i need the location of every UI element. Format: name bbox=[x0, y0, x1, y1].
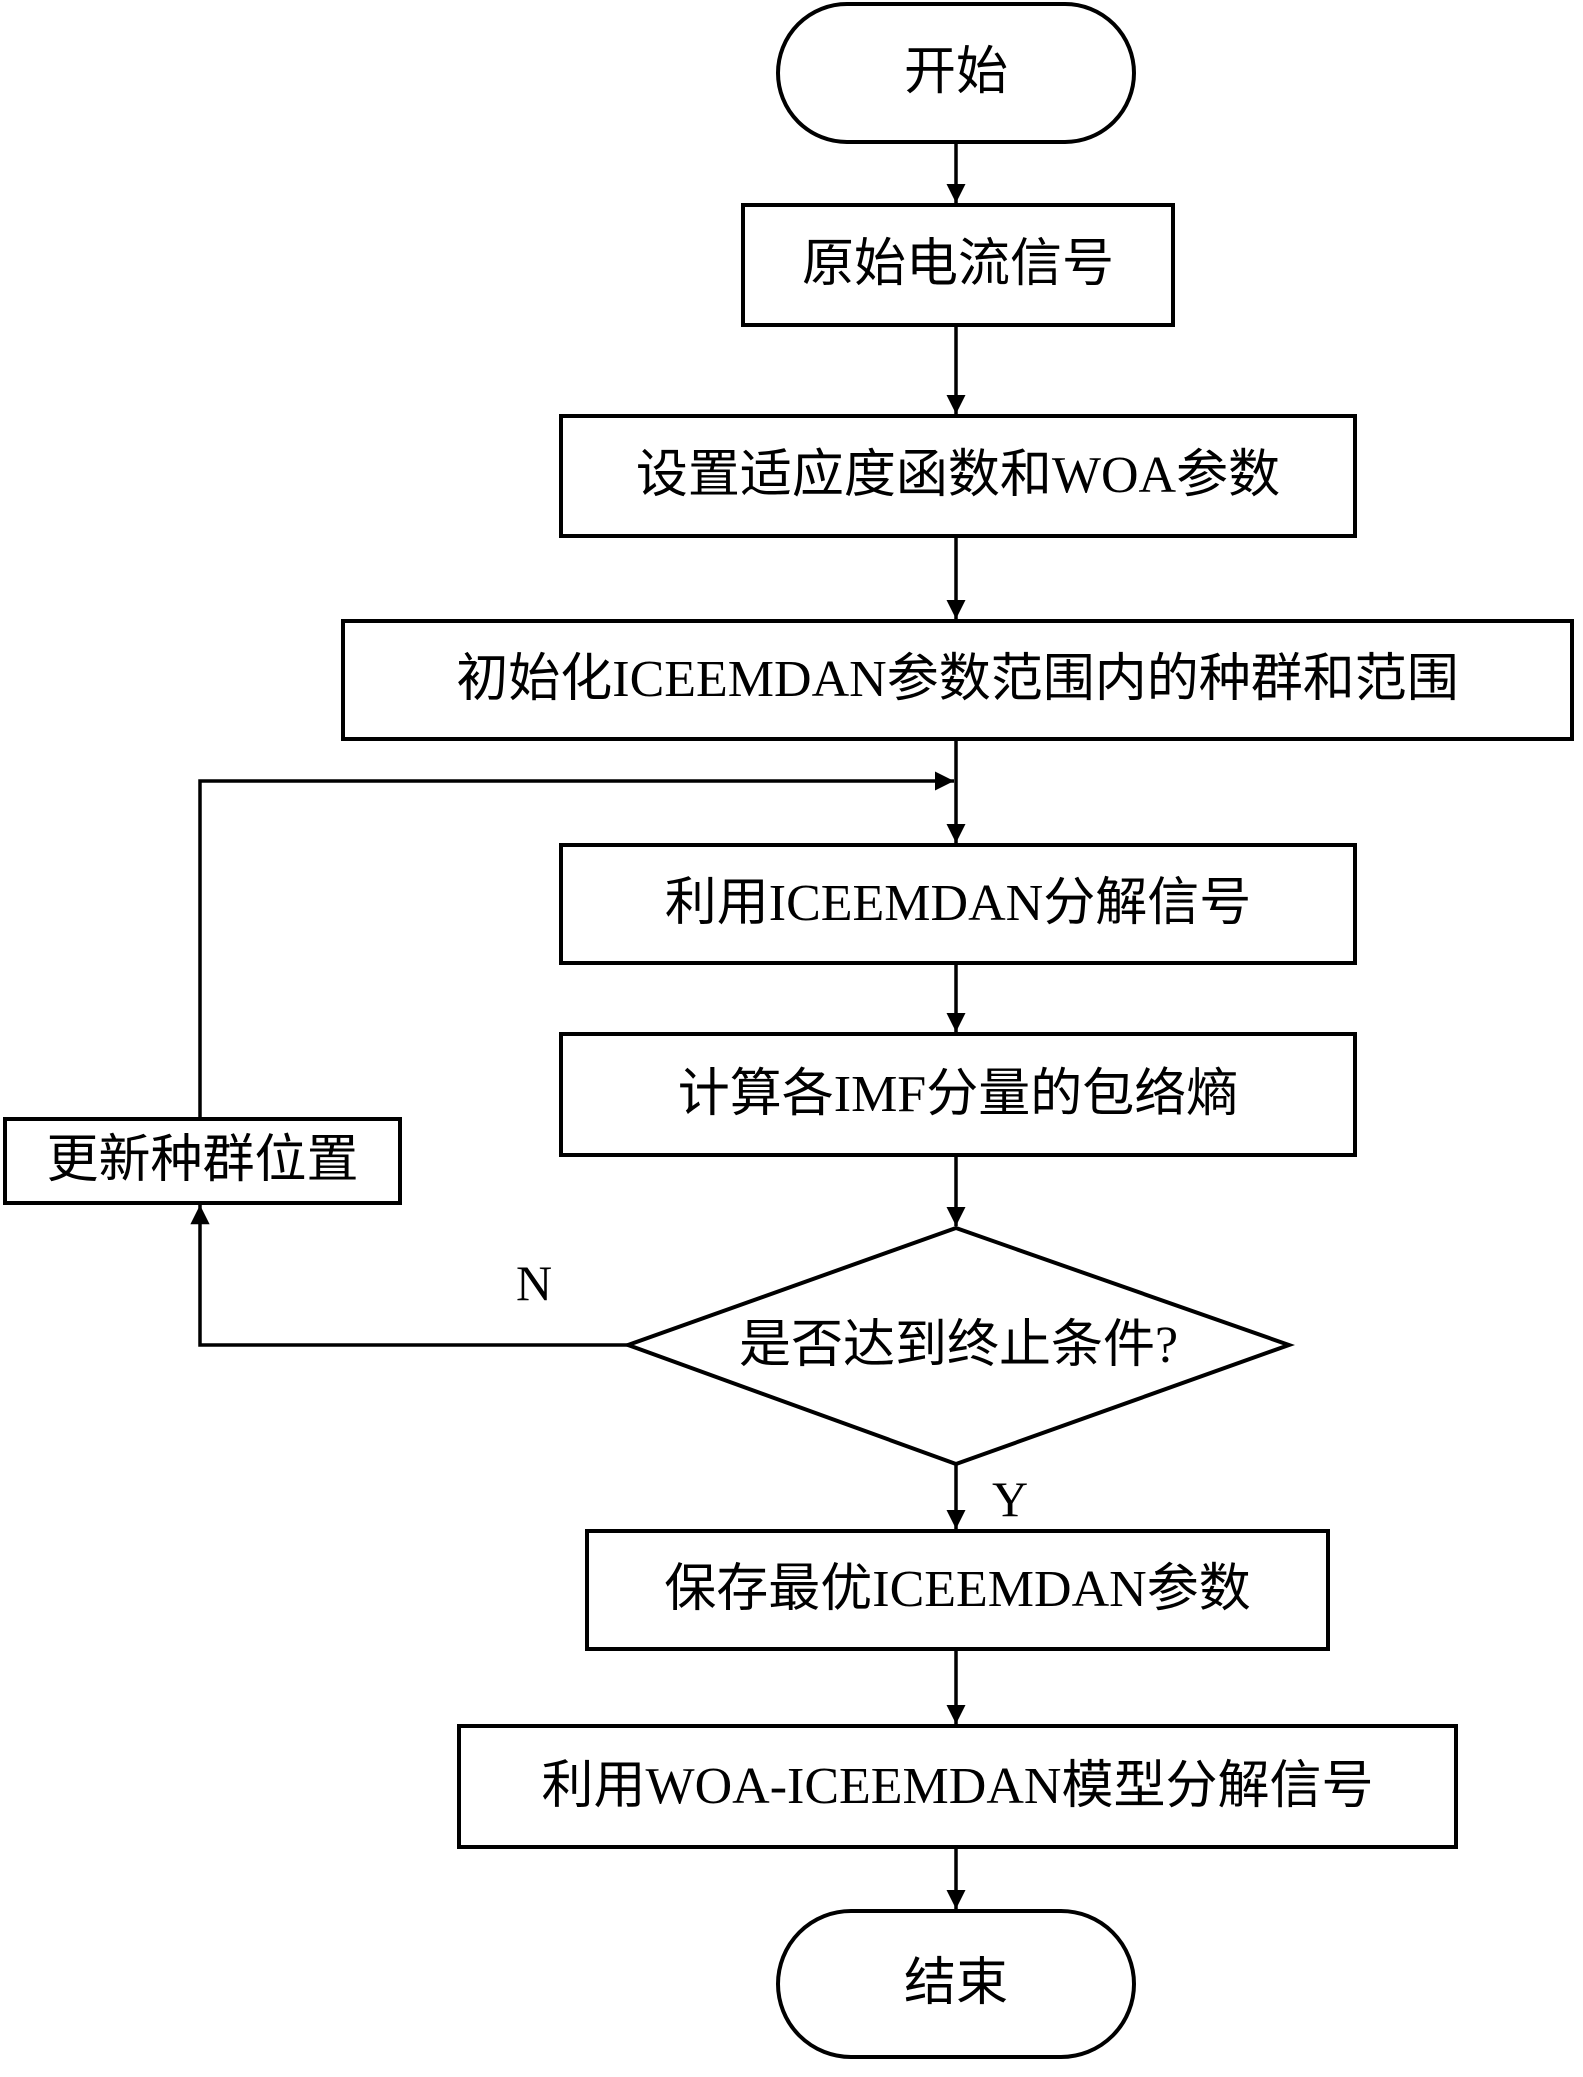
woa-decompose-box bbox=[457, 1724, 1458, 1849]
end-terminator bbox=[776, 1909, 1136, 2059]
update-position-box bbox=[3, 1117, 402, 1205]
update-position-label: 更新种群位置 bbox=[46, 1132, 359, 1189]
yes-branch-label: Y bbox=[992, 1471, 1029, 1527]
woa-decompose-label: 利用WOA-ICEEMDAN模型分解信号 bbox=[541, 1757, 1374, 1815]
check-stop-label: 是否达到终止条件? bbox=[738, 1317, 1179, 1374]
init-population-label: 初始化ICEEMDAN参数范围内的种群和范围 bbox=[456, 651, 1459, 708]
no-branch-label: N bbox=[516, 1255, 553, 1311]
arrow-no-to-update bbox=[190, 1205, 628, 1347]
set-params-label: 设置适应度函数和WOA参数 bbox=[635, 447, 1281, 504]
raw-signal-label: 原始电流信号 bbox=[801, 236, 1114, 293]
set-params-box bbox=[559, 414, 1357, 538]
save-best-label: 保存最优ICEEMDAN参数 bbox=[664, 1561, 1251, 1618]
raw-signal-box bbox=[741, 203, 1175, 327]
save-best-box bbox=[585, 1529, 1330, 1651]
arrow-update-to-loop bbox=[198, 771, 954, 1119]
decompose-box bbox=[559, 843, 1357, 965]
init-population-box bbox=[341, 619, 1574, 741]
decompose-label: 利用ICEEMDAN分解信号 bbox=[664, 875, 1252, 932]
envelope-entropy-box bbox=[559, 1032, 1357, 1157]
end-label: 结束 bbox=[903, 1955, 1008, 2012]
start-label: 开始 bbox=[903, 44, 1008, 101]
envelope-entropy-label: 计算各IMF分量的包络熵 bbox=[677, 1065, 1239, 1123]
